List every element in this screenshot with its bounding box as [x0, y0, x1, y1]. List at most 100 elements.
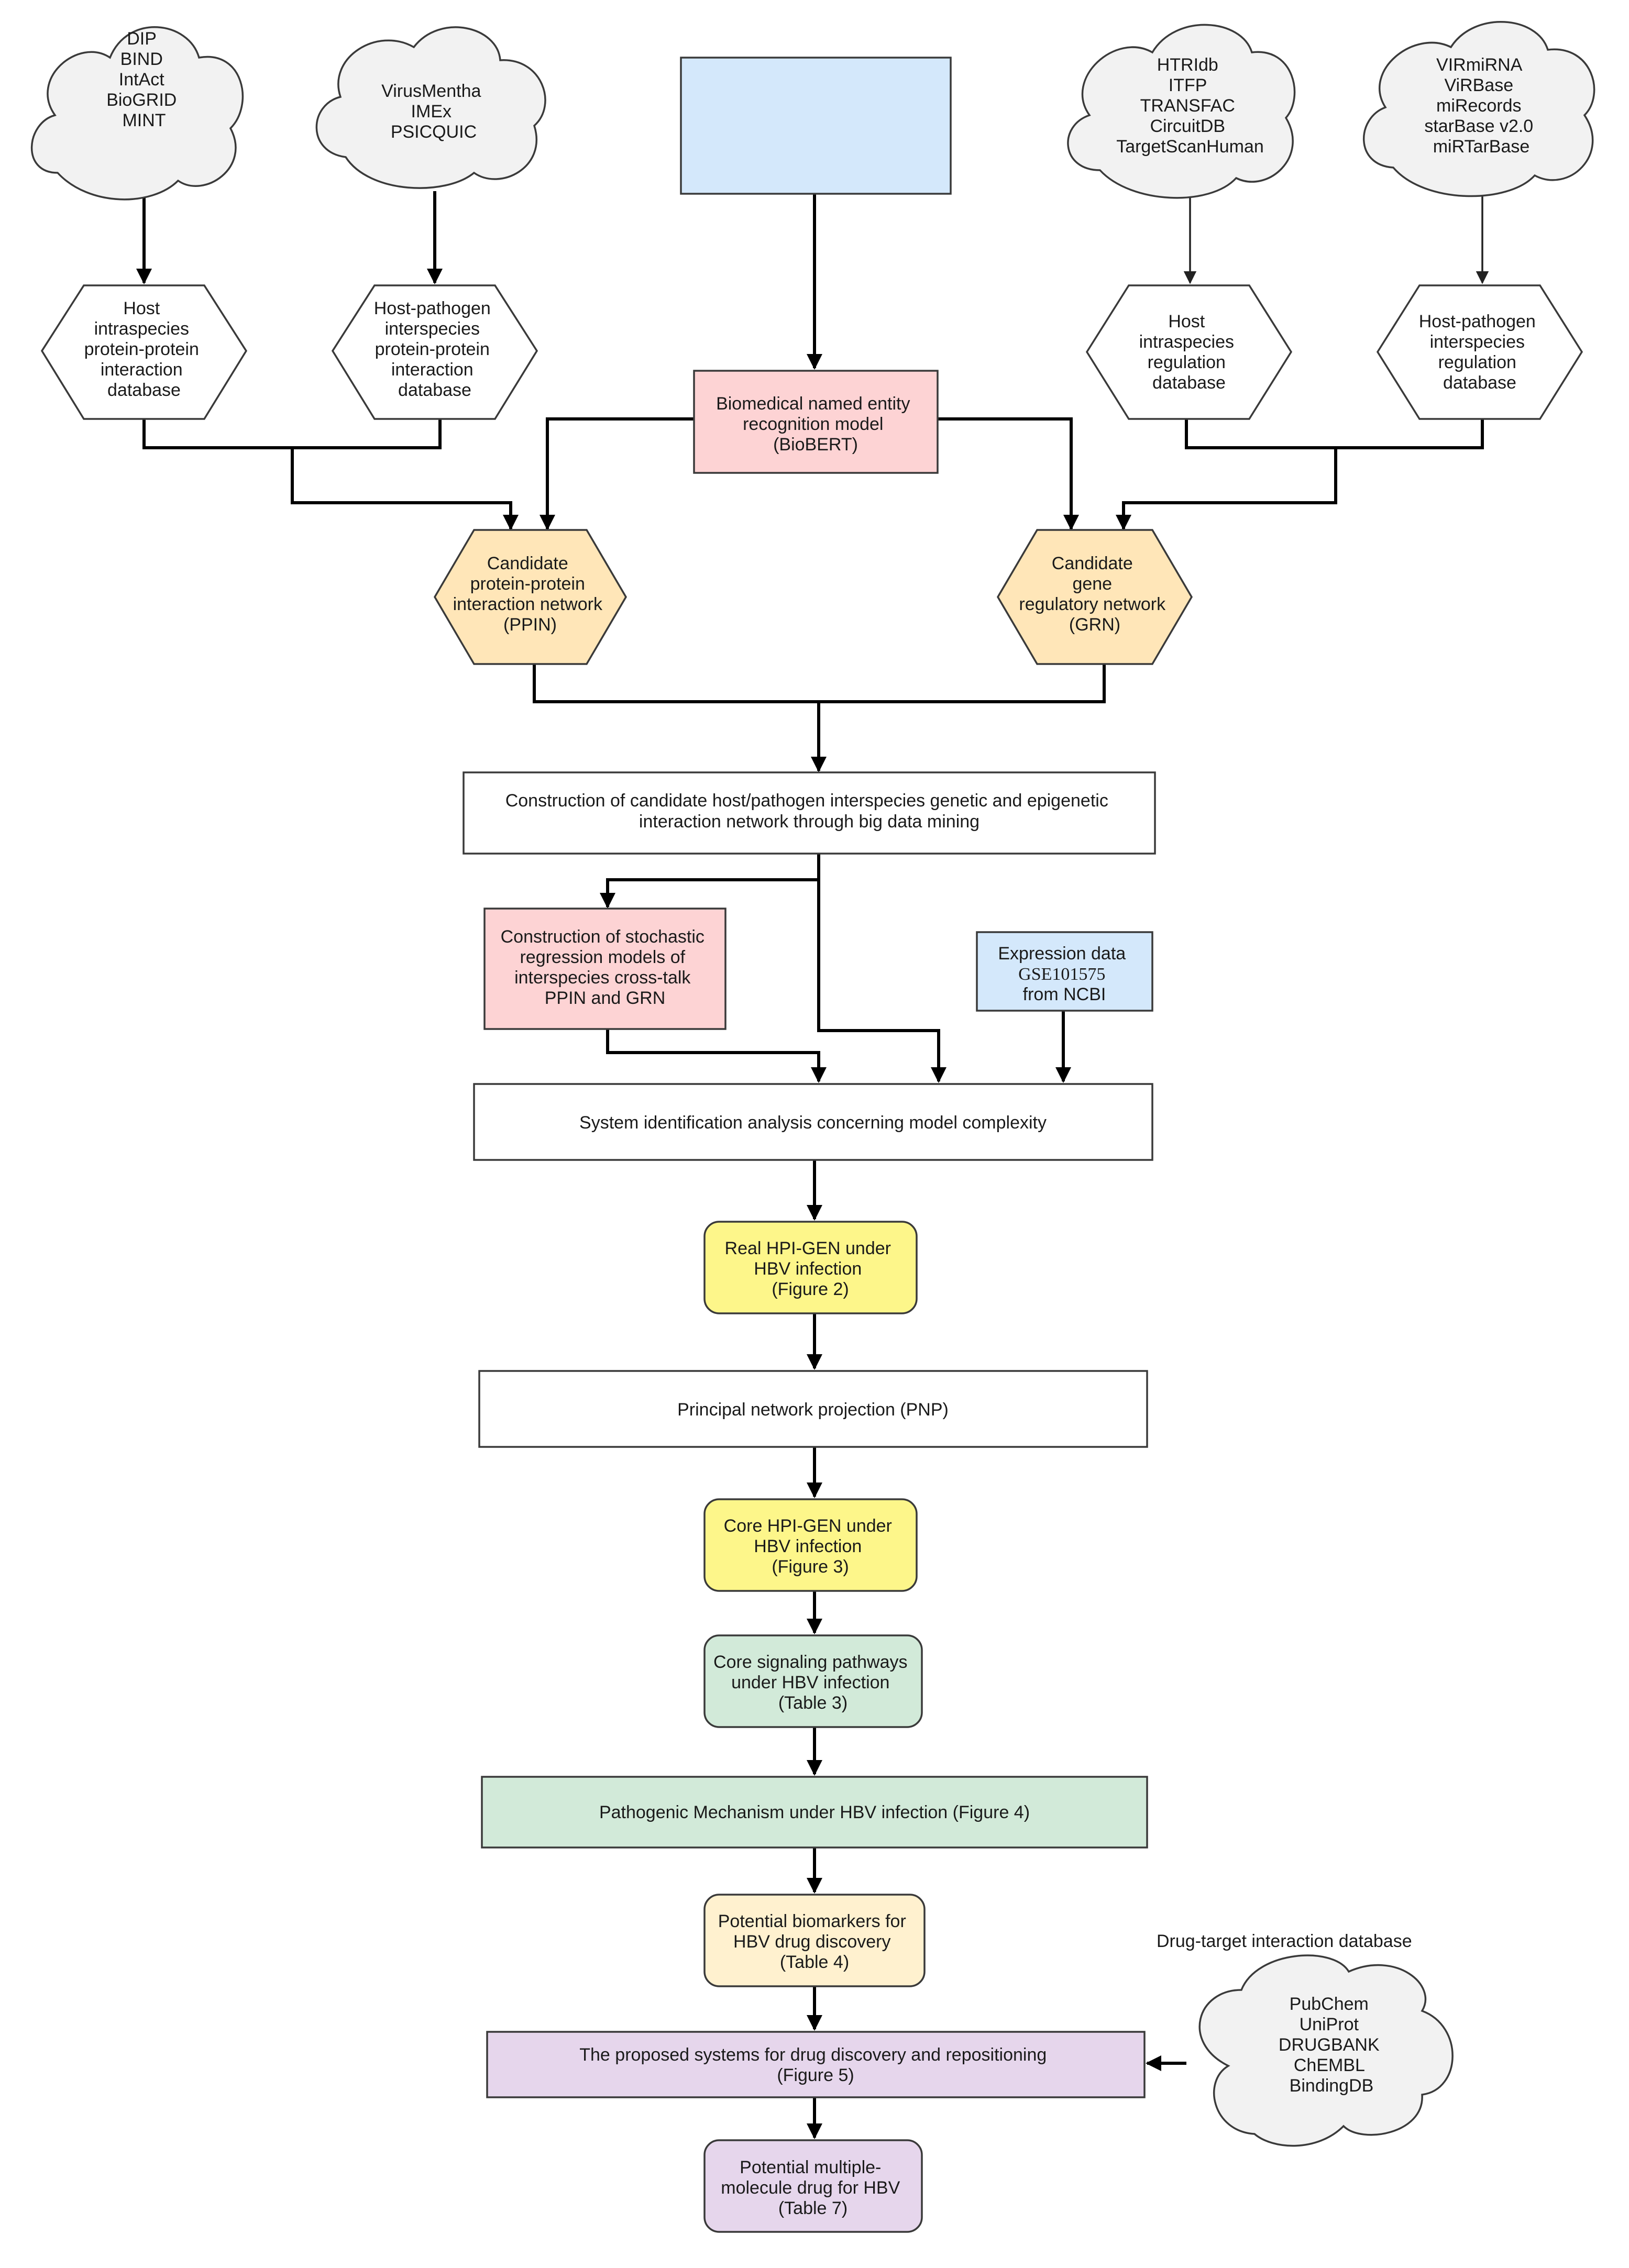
box-label: Principal network projection (PNP) — [677, 1400, 949, 1420]
cloud-shape — [1362, 20, 1595, 197]
svg-text:Host intraspecies: Host intraspecies protein-protein intera… — [84, 298, 204, 400]
box-label: GSE101575 — [1018, 965, 1105, 984]
hexagon-label: Candidate — [1052, 554, 1133, 573]
database-label: Host — [123, 298, 160, 318]
box-label: Potential multiple- — [740, 2158, 881, 2177]
proposed-systems-box: The proposed systems for drug discovery … — [486, 2031, 1146, 2098]
box-label: interspecies cross-talk — [514, 968, 691, 988]
source-label: starBase v2.0 — [1424, 116, 1533, 136]
box-label: System identification analysis concernin… — [579, 1113, 1047, 1133]
box-label: (Figure 5) — [777, 2065, 854, 2085]
box-shape — [693, 370, 939, 474]
connector-ppi-databases — [142, 419, 442, 449]
real-hpi-gen-box: Real HPI-GEN under HBV infection (Figure… — [703, 1221, 918, 1314]
biobert-model-box: Biomedical named entity recognition mode… — [693, 370, 939, 474]
arrow-biobert-to-ppin — [540, 417, 694, 530]
source-label: ITFP — [1169, 75, 1207, 95]
box-label: interaction network through big data min… — [639, 812, 979, 832]
candidate-grn-hexagon: Candidate gene regulatory network (GRN) — [996, 529, 1193, 665]
database-label: intraspecies — [1139, 332, 1234, 352]
source-label: BindingDB — [1290, 2076, 1374, 2096]
source-label: DRUGBANK — [1279, 2035, 1380, 2055]
host-reg-database: Host intraspecies regulation database — [1085, 284, 1293, 420]
box-label: (Figure 3) — [772, 1557, 849, 1577]
box-label: molecule drug for HBV — [721, 2178, 900, 2198]
box-label: from NCBI — [1023, 984, 1106, 1004]
box-label: regression models of — [520, 947, 685, 967]
source-label: DIP — [127, 29, 156, 49]
database-label: database — [107, 380, 181, 400]
drug-db-group: Drug-target interaction database PubChem… — [1157, 1931, 1454, 2147]
pnp-box: Principal network projection (PNP) — [478, 1370, 1148, 1448]
cloud-shape — [30, 26, 244, 201]
svg-text:Host intraspecies: Host intraspecies regulation database — [1139, 312, 1239, 393]
box-label: Real HPI-GEN under — [725, 1238, 891, 1258]
database-label: intraspecies — [94, 319, 189, 339]
pathogenic-mechanism-box: Pathogenic Mechanism under HBV infection… — [481, 1776, 1148, 1849]
svg-text:Candidate gene reg: Candidate gene regulatory network (GRN) — [1019, 554, 1170, 635]
box-label: Core HPI-GEN under — [724, 1516, 892, 1536]
svg-text:Biomedical named entity: Biomedical named entity recognition mode… — [716, 394, 915, 455]
box-label: (Table 3) — [778, 1693, 847, 1713]
source-label: ChEMBL — [1294, 2055, 1364, 2075]
arrow-reg-dbs-to-grn — [1116, 448, 1337, 530]
arrow-stochastic-to-system-id — [606, 1029, 827, 1083]
cloud-shape — [1198, 1954, 1454, 2147]
hexagon-label: Candidate — [487, 554, 568, 573]
construction-network-box: Construction of candidate host/pathogen … — [463, 771, 1156, 855]
box-label: (Table 7) — [778, 2198, 847, 2218]
svg-text:DIP BIND IntAct: DIP BIND IntAct BioGRID MINT — [106, 29, 182, 130]
expression-data-box: Expression data GSE101575 from NCBI — [976, 931, 1153, 1012]
database-label: database — [398, 380, 471, 400]
svg-text:System identification analysis: System identification analysis concernin… — [579, 1113, 1047, 1133]
candidate-ppin-hexagon: Candidate protein-protein interaction ne… — [433, 529, 628, 665]
svg-text:Pathogenic Mechanism under HBV: Pathogenic Mechanism under HBV infection… — [599, 1802, 1030, 1822]
cloud-reg-host-sources: HTRIdb ITFP TRANSFAC CircuitDB TargetSca… — [1067, 24, 1296, 199]
hexagon-label: (GRN) — [1069, 615, 1120, 635]
svg-text:Candidate protein-protei: Candidate protein-protein interaction ne… — [453, 554, 608, 635]
box-shape — [703, 1894, 926, 1987]
cloud-shape — [315, 26, 546, 189]
source-label: miRTarBase — [1433, 137, 1530, 157]
box-shape — [703, 1221, 918, 1314]
cloud-ppi-host-sources: DIP BIND IntAct BioGRID MINT — [30, 26, 244, 201]
source-label: IntAct — [119, 70, 164, 90]
source-label: UniProt — [1300, 2015, 1359, 2034]
svg-text:Host-pathogen interspeci: Host-pathogen interspecies regulation da… — [1419, 312, 1541, 393]
box-label: Biomedical named entity — [716, 394, 910, 414]
svg-text:Expression data GSE10157: Expression data GSE101575 from NCBI — [998, 944, 1130, 1004]
source-label: PSICQUIC — [391, 122, 477, 142]
database-label: database — [1443, 373, 1516, 393]
stochastic-models-box: Construction of stochastic regression mo… — [483, 908, 727, 1030]
svg-text:Potential multiple- mole: Potential multiple- molecule drug for HB… — [721, 2158, 905, 2218]
hexagon-shape — [996, 529, 1193, 665]
cloud-shape — [1067, 24, 1296, 199]
box-label: The proposed systems for drug discovery … — [579, 2045, 1047, 2065]
database-label: interaction — [101, 360, 183, 380]
hexagon-shape — [331, 284, 538, 420]
box-label: HBV drug discovery — [733, 1932, 890, 1952]
box-shape — [481, 1776, 1148, 1849]
box-shape — [486, 2031, 1146, 2098]
source-label: BioGRID — [106, 90, 177, 110]
box-label: Potential biomarkers for — [718, 1911, 906, 1931]
source-label: miRecords — [1436, 96, 1521, 116]
svg-text:Potential biomarkers for: Potential biomarkers for HBV drug discov… — [718, 1911, 911, 1972]
svg-text:VirusMentha IMEx P: VirusMentha IMEx PSICQUIC — [381, 81, 486, 142]
svg-text:Core HPI-GEN under HBV i: Core HPI-GEN under HBV infection (Figure… — [724, 1516, 897, 1577]
arrow-ppi-dbs-to-ppin — [291, 448, 519, 530]
source-label: PubChem — [1290, 1994, 1369, 2014]
svg-text:The proposed systems for drug: The proposed systems for drug discovery … — [579, 2045, 1051, 2085]
database-label: interspecies — [1430, 332, 1525, 352]
database-label: regulation — [1438, 352, 1516, 372]
source-label: TargetScanHuman — [1116, 137, 1264, 157]
source-label: HTRIdb — [1157, 55, 1218, 75]
source-label: VirusMentha — [381, 81, 481, 101]
host-ppi-database: Host intraspecies protein-protein intera… — [40, 284, 248, 420]
hexagon-shape — [1085, 284, 1293, 420]
svg-text:Construction of candidate host: Construction of candidate host/pathogen … — [505, 791, 1114, 832]
pathogen-reg-database: Host-pathogen interspecies regulation da… — [1376, 284, 1583, 420]
cloud-reg-pathogen-sources: VIRmiRNA ViRBase miRecords starBase v2.0… — [1362, 20, 1595, 197]
hexagon-label: gene — [1072, 574, 1112, 594]
